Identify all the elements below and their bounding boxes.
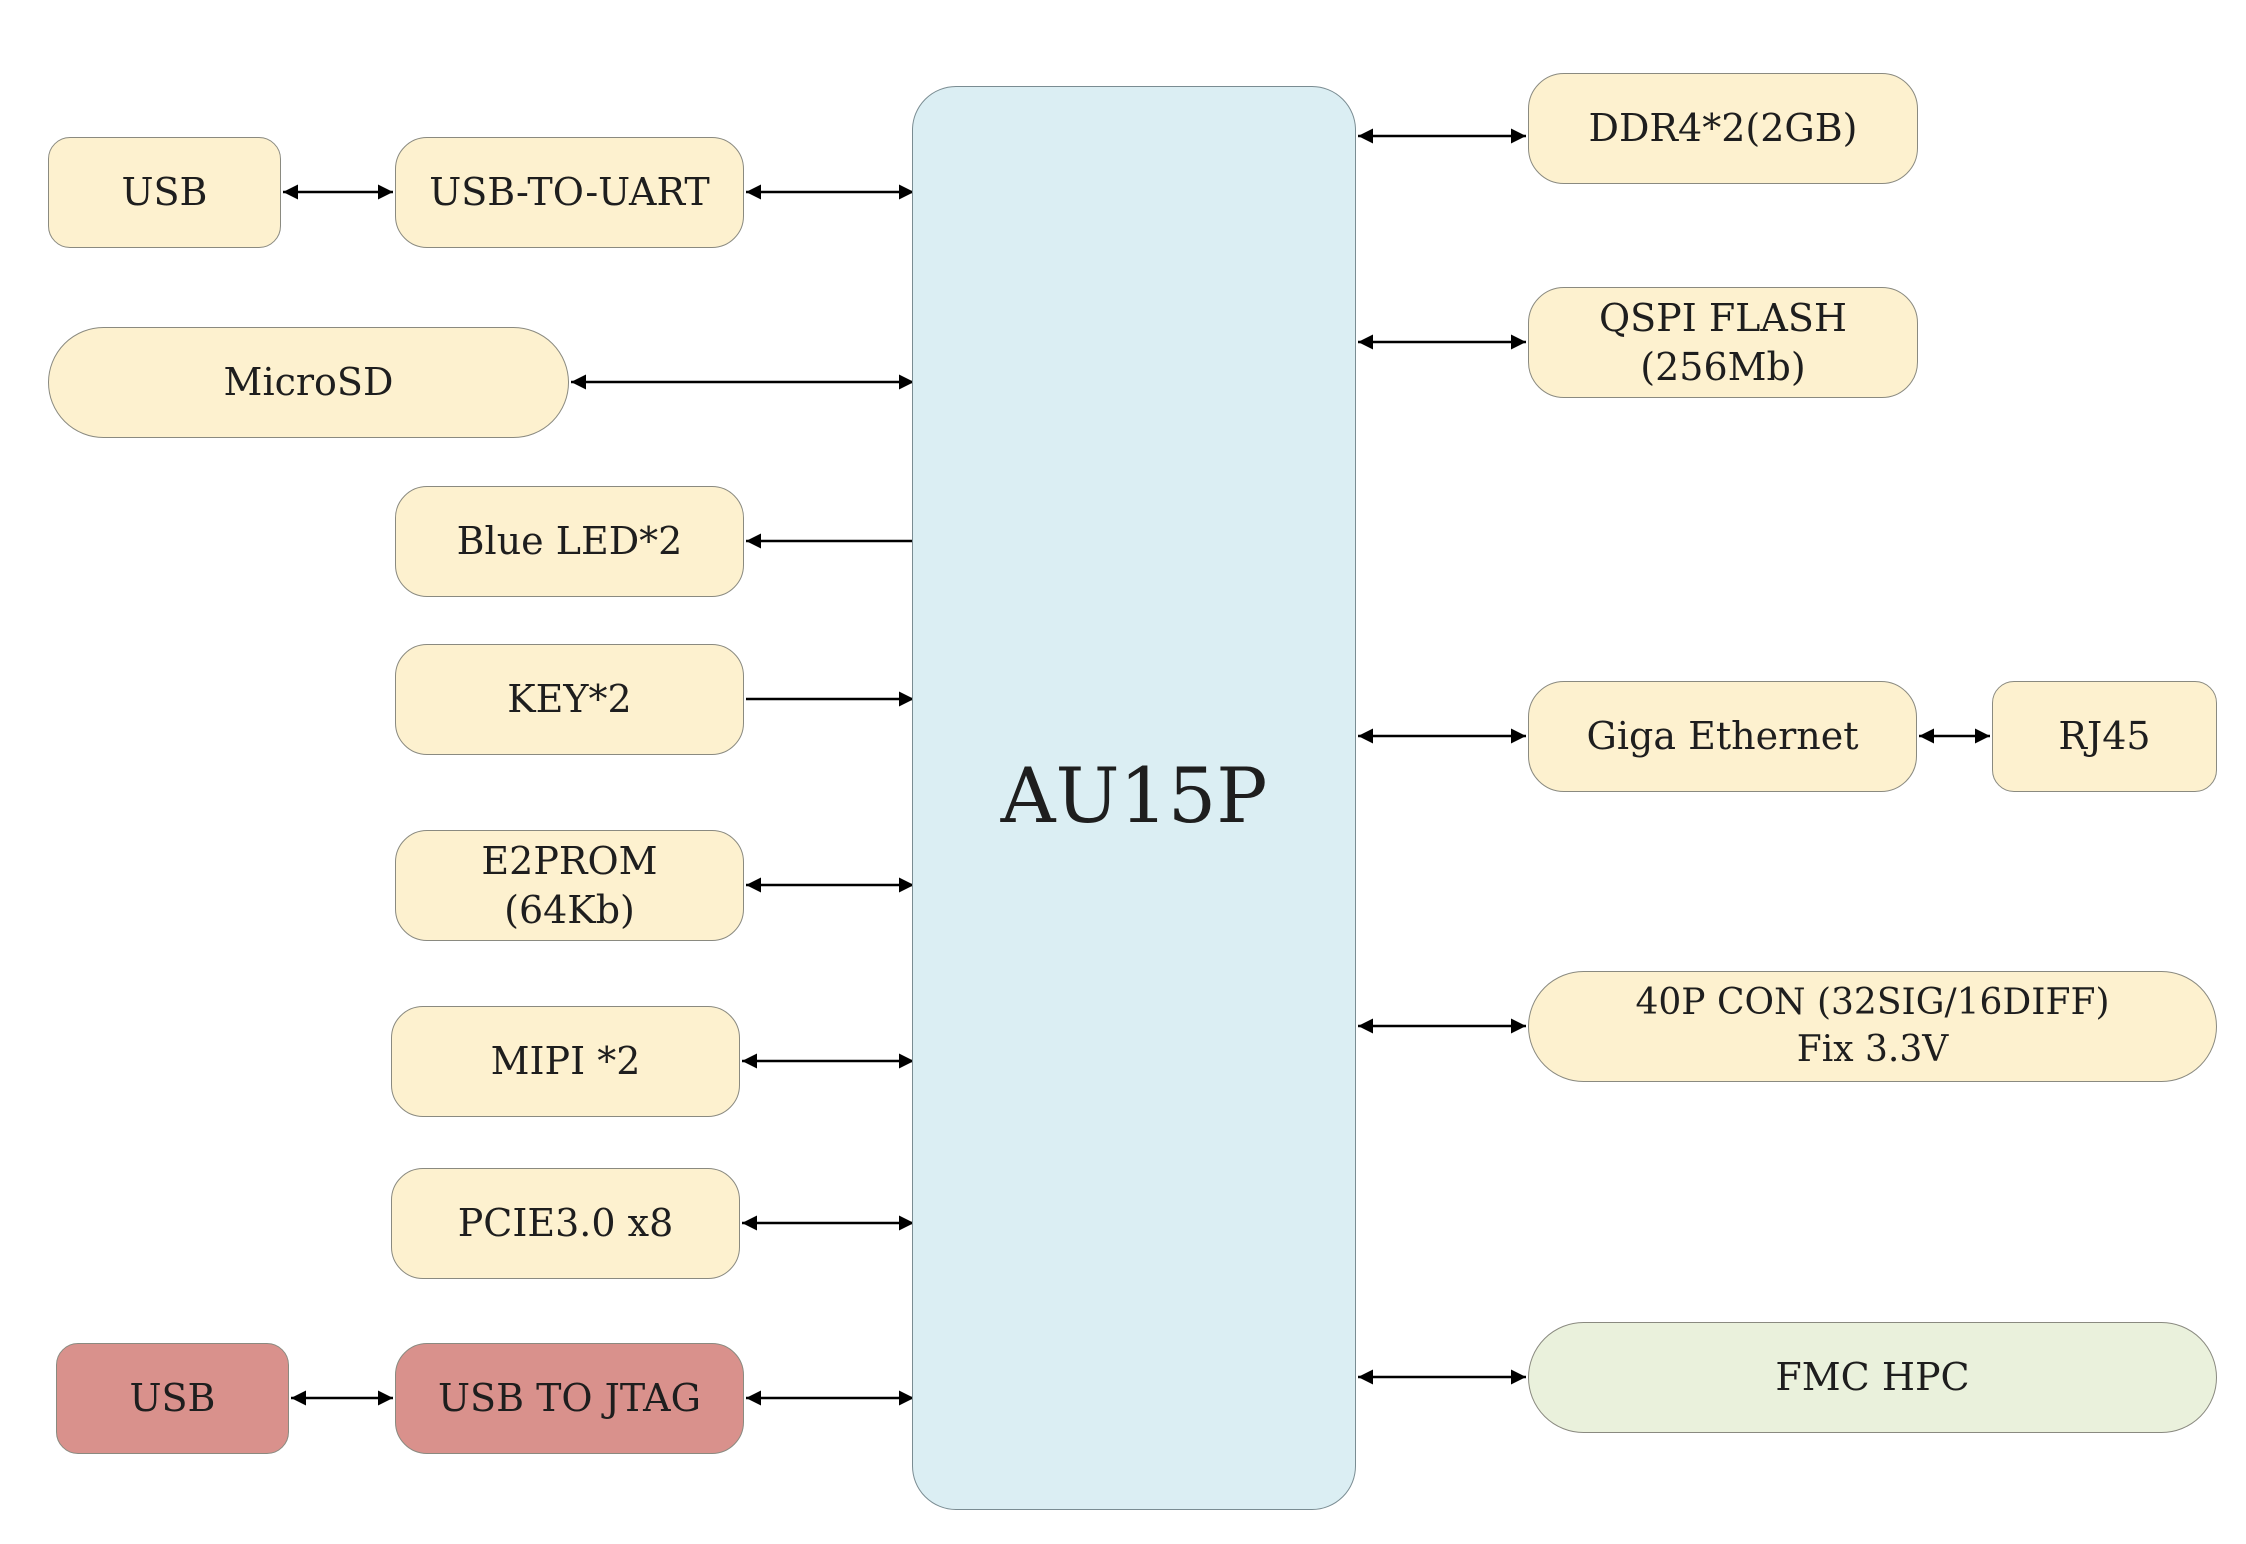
block-usb-jtag-host-label: USB (129, 1376, 216, 1421)
block-usb-to-uart-label: USB-TO-UART (429, 170, 710, 215)
block-microsd: MicroSD (48, 327, 569, 438)
block-e2prom: E2PROM (64Kb) (395, 830, 744, 941)
block-giga-ethernet: Giga Ethernet (1528, 681, 1917, 792)
block-qspi-flash-label: QSPI FLASH (256Mb) (1598, 295, 1848, 389)
block-40p-con-label: 40P CON (32SIG/16DIFF) Fix 3.3V (1635, 982, 2110, 1070)
block-ddr4: DDR4*2(2GB) (1528, 73, 1918, 184)
block-fmc-hpc-label: FMC HPC (1775, 1355, 1970, 1400)
block-40p-con: 40P CON (32SIG/16DIFF) Fix 3.3V (1528, 971, 2217, 1082)
block-microsd-label: MicroSD (223, 360, 394, 405)
block-giga-ethernet-label: Giga Ethernet (1586, 714, 1859, 759)
block-qspi-flash: QSPI FLASH (256Mb) (1528, 287, 1918, 398)
block-mipi: MIPI *2 (391, 1006, 740, 1117)
block-rj45-label: RJ45 (2058, 714, 2151, 759)
block-e2prom-label: E2PROM (64Kb) (481, 838, 658, 932)
block-usb-to-jtag: USB TO JTAG (395, 1343, 744, 1454)
block-usb-jtag-host: USB (56, 1343, 289, 1454)
block-usb-uart-host: USB (48, 137, 281, 248)
block-pcie: PCIE3.0 x8 (391, 1168, 740, 1279)
block-ddr4-label: DDR4*2(2GB) (1588, 106, 1858, 151)
block-key-label: KEY*2 (507, 677, 632, 722)
block-usb-uart-host-label: USB (121, 170, 208, 215)
block-usb-to-jtag-label: USB TO JTAG (438, 1376, 701, 1421)
block-rj45: RJ45 (1992, 681, 2217, 792)
block-blue-led: Blue LED*2 (395, 486, 744, 597)
block-pcie-label: PCIE3.0 x8 (457, 1201, 674, 1246)
block-mipi-label: MIPI *2 (490, 1039, 641, 1084)
block-key: KEY*2 (395, 644, 744, 755)
chip-label: AU15P (1000, 751, 1268, 841)
block-fmc-hpc: FMC HPC (1528, 1322, 2217, 1433)
chip-au15p: AU15P (912, 86, 1356, 1510)
block-blue-led-label: Blue LED*2 (456, 519, 683, 564)
block-usb-to-uart: USB-TO-UART (395, 137, 744, 248)
